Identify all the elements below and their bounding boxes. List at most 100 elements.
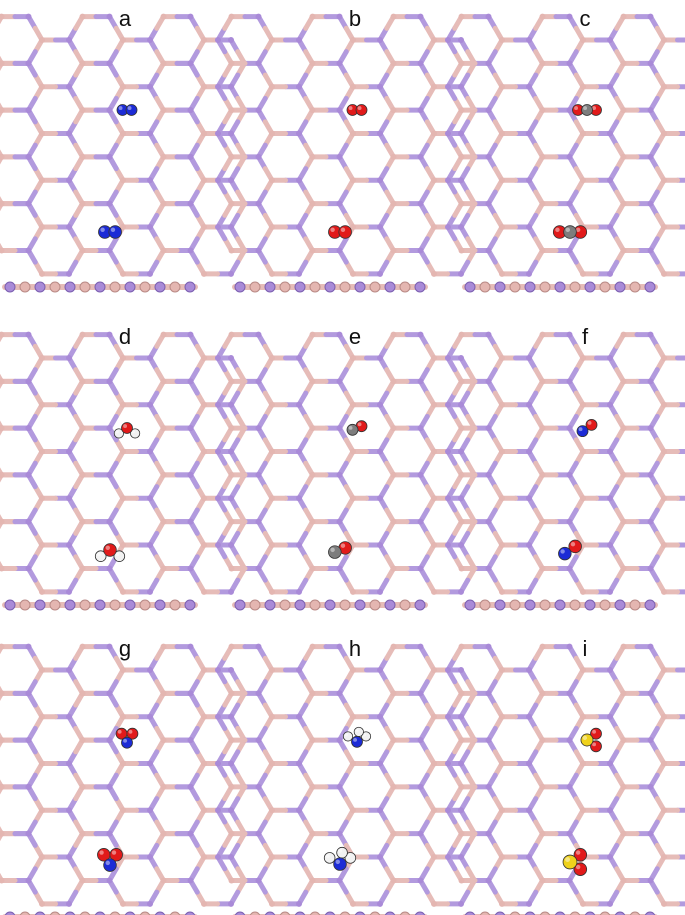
carbon-atom: [581, 104, 593, 116]
b-atom: [350, 448, 356, 455]
n-atom: [296, 177, 302, 184]
n-atom: [228, 401, 234, 408]
n-atom: [526, 495, 532, 502]
b-atom: [79, 281, 91, 293]
n-atom: [526, 713, 532, 720]
n-atom: [255, 13, 262, 20]
n-atom: [264, 281, 276, 293]
oxygen-atom-highlight: [111, 850, 117, 855]
b-atom: [458, 830, 465, 837]
n-atom: [296, 807, 302, 814]
b-atom: [228, 331, 235, 338]
oxygen-atom-highlight: [592, 742, 596, 747]
b-atom: [620, 378, 627, 385]
b-atom: [539, 518, 546, 525]
oxygen-atom: [109, 848, 123, 862]
b-atom: [79, 599, 91, 611]
b-atom: [431, 83, 437, 90]
b-atom: [580, 130, 586, 137]
n-atom: [296, 542, 302, 549]
b-atom: [39, 401, 45, 408]
b-atom: [458, 247, 465, 254]
b-atom: [309, 425, 316, 432]
b-atom: [629, 599, 641, 611]
n-atom: [4, 281, 16, 293]
hydrogen-atom-highlight: [96, 552, 101, 557]
b-atom: [79, 911, 91, 915]
b-atom: [39, 177, 45, 184]
b-atom: [228, 783, 235, 790]
b-atom: [390, 425, 397, 432]
n-atom: [647, 877, 654, 884]
nitrogen-atom-highlight: [578, 427, 583, 432]
nitrogen-atom-highlight: [335, 859, 340, 865]
b-atom: [79, 200, 86, 207]
n-atom: [296, 713, 302, 720]
b-atom: [620, 471, 627, 478]
b-atom: [580, 448, 586, 455]
n-atom: [566, 643, 573, 650]
n-atom: [228, 495, 234, 502]
b-atom: [309, 378, 316, 385]
n-atom: [377, 713, 383, 720]
n-atom: [526, 130, 532, 137]
n-atom: [255, 107, 262, 114]
n-atom: [154, 911, 166, 915]
b-atom: [458, 518, 465, 525]
n-atom: [458, 495, 464, 502]
n-atom: [445, 713, 451, 720]
n-atom: [336, 783, 343, 790]
n-atom: [255, 425, 262, 432]
b-atom: [458, 690, 465, 697]
hydrogen-atom: [360, 731, 372, 742]
b-atom: [269, 495, 275, 502]
panel-label: d: [119, 324, 131, 349]
b-atom: [39, 588, 45, 595]
n-atom: [336, 518, 343, 525]
oxygen-atom-highlight: [330, 227, 335, 233]
n-atom: [647, 378, 654, 385]
n-atom: [485, 518, 492, 525]
b-atom: [79, 690, 86, 697]
n-atom: [94, 281, 106, 293]
n-atom: [566, 471, 573, 478]
n-atom: [458, 854, 464, 861]
n-atom: [336, 60, 343, 67]
n-atom: [458, 588, 464, 595]
b-atom: [0, 690, 5, 697]
n-atom: [566, 737, 573, 744]
n-atom: [228, 667, 234, 673]
n-atom: [184, 599, 196, 611]
panel-label: a: [119, 6, 132, 31]
n-atom: [228, 807, 234, 814]
n-atom: [566, 13, 573, 20]
n-atom: [647, 690, 654, 697]
b-atom: [499, 713, 505, 720]
n-atom: [566, 331, 573, 338]
n-atom: [607, 355, 613, 361]
carbon-atom-highlight: [565, 227, 570, 233]
b-atom: [79, 830, 86, 837]
b-atom: [661, 83, 667, 90]
n-atom: [228, 448, 234, 455]
n-atom: [147, 448, 153, 455]
b-atom: [160, 247, 167, 254]
n-atom: [187, 877, 194, 884]
b-atom: [369, 911, 381, 915]
n-atom: [324, 911, 336, 915]
hydrogen-atom-highlight: [131, 430, 136, 434]
b-atom: [390, 737, 397, 744]
panel-label: g: [119, 636, 131, 661]
b-atom: [0, 60, 5, 67]
b-atom: [620, 13, 627, 20]
n-atom: [485, 60, 492, 67]
b-atom: [120, 37, 126, 43]
b-atom: [309, 13, 316, 20]
b-atom: [499, 854, 505, 861]
n-atom: [25, 153, 32, 160]
n-atom: [464, 599, 476, 611]
n-atom: [414, 281, 426, 293]
n-atom: [106, 378, 113, 385]
b-atom: [19, 599, 31, 611]
n-atom: [215, 495, 221, 502]
